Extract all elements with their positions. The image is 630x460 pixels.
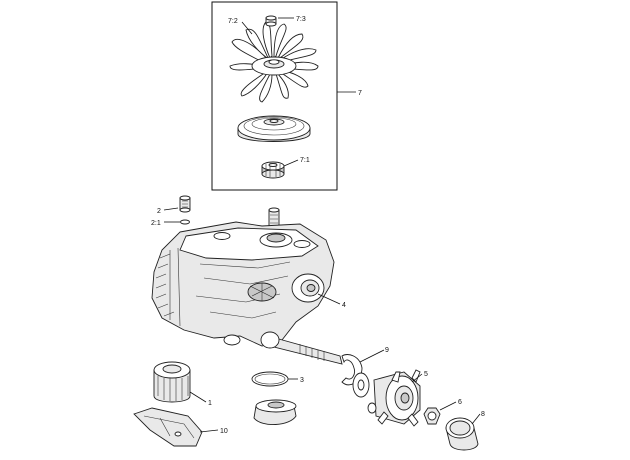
callout-7: 7 xyxy=(358,90,362,97)
mounting-bracket xyxy=(133,407,203,447)
callout-4: 4 xyxy=(342,302,346,309)
axle-nut xyxy=(423,407,441,425)
callout-5: 5 xyxy=(424,371,428,378)
seal-washer xyxy=(180,219,190,225)
callout-10: 10 xyxy=(220,428,228,435)
leader-lines xyxy=(163,17,481,433)
cover-plate xyxy=(253,399,297,425)
callout-8: 8 xyxy=(481,411,485,418)
wheel-hub xyxy=(367,369,421,427)
hub-cap xyxy=(445,417,479,451)
subassembly-frame xyxy=(211,1,338,191)
callout-7-1: 7:1 xyxy=(300,157,310,164)
callout-6: 6 xyxy=(458,399,462,406)
callout-2-1: 2:1 xyxy=(151,220,161,227)
fan-nut xyxy=(265,15,277,27)
callout-1: 1 xyxy=(208,400,212,407)
drive-pulley xyxy=(237,115,311,142)
callout-3: 3 xyxy=(300,377,304,384)
callout-9: 9 xyxy=(385,347,389,354)
thrust-washer xyxy=(352,372,370,398)
cooling-fan xyxy=(229,21,319,103)
vent-fitting xyxy=(179,195,191,213)
callout-2: 2 xyxy=(157,208,161,215)
oil-filter xyxy=(153,361,191,403)
callout-7-3: 7:3 xyxy=(296,16,306,23)
callout-7-2: 7:2 xyxy=(228,18,238,25)
transaxle-housing xyxy=(151,207,343,365)
pulley-hub xyxy=(261,161,285,179)
